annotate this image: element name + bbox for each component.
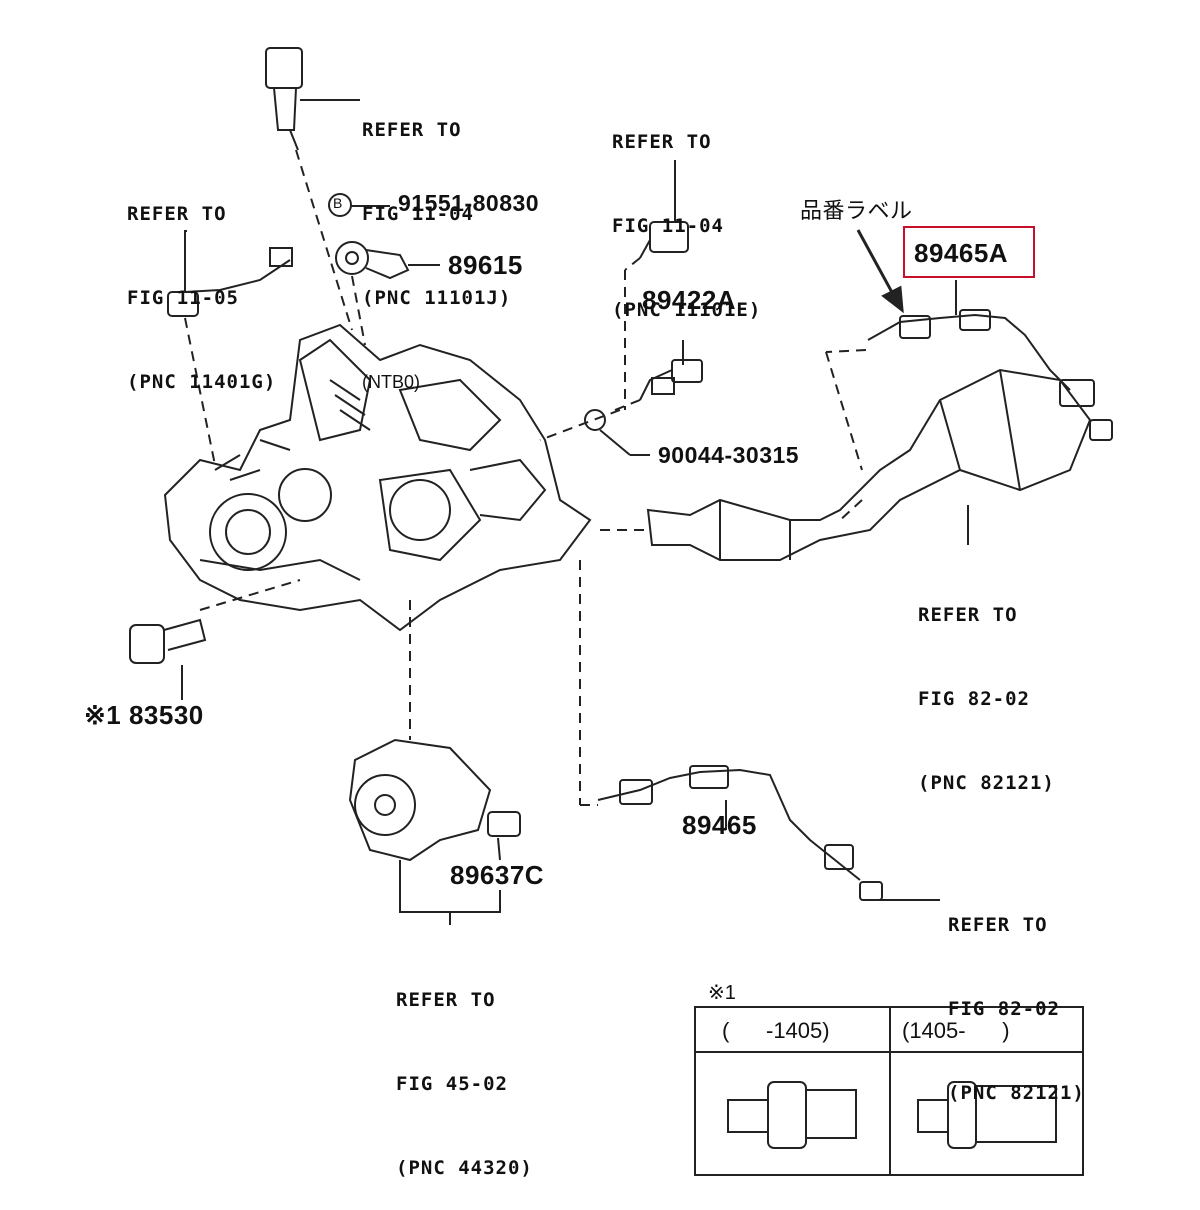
highlight-box <box>903 226 1035 278</box>
label-tag: 品番ラベル <box>800 198 913 223</box>
variant-table <box>694 1006 1084 1176</box>
part-91551-80830: 91551-80830 <box>398 190 540 216</box>
power-steering-pump <box>348 738 521 862</box>
knock-sensor-89615 <box>335 241 410 280</box>
ref-fig-82-02-a: REFER TO FIG 82-02 (PNC 82121) <box>918 604 1055 794</box>
part-89465a: 89465A <box>914 238 1009 268</box>
sensor-11401g <box>167 230 293 317</box>
ref-fig-45-02: REFER TO FIG 45-02 (PNC 44320) <box>396 989 533 1179</box>
switch-late-drawing <box>917 1081 1057 1149</box>
o2-sensor-89465a <box>867 309 1113 441</box>
engine-block <box>163 323 592 632</box>
table-note: ※1 <box>708 982 736 1004</box>
part-89637c: 89637C <box>450 860 545 890</box>
part-89465: 89465 <box>682 810 757 840</box>
ref-fig-82-02-b: REFER TO FIG 82-02 (PNC 82121) <box>948 914 1085 1104</box>
oil-pressure-switch-83530 <box>129 618 207 664</box>
sensor-89422a <box>639 359 703 401</box>
ref-fig-11-04-j: REFER TO FIG 11-04 (PNC 11101J) (NTB0) <box>362 119 512 392</box>
part-89615: 89615 <box>448 250 523 280</box>
switch-early-drawing <box>727 1081 857 1149</box>
part-90044-30315: 90044-30315 <box>658 442 800 468</box>
sensor-11101e <box>639 160 689 259</box>
ref-fig-11-05: REFER TO FIG 11-05 (PNC 11401G) <box>127 203 277 393</box>
ref-fig-11-04-e: REFER TO FIG 11-04 (PNC 11101E) <box>612 131 762 321</box>
sensor-11101j <box>265 47 303 151</box>
table-col-early: ( -1405) <box>722 1018 830 1043</box>
label-arrow <box>856 229 904 314</box>
bolt-marker-circle <box>328 193 352 217</box>
table-col-late: (1405- ) <box>902 1018 1010 1043</box>
part-89422a: 89422A <box>642 285 737 315</box>
part-83530: ※1 83530 <box>84 700 204 730</box>
bolt-marker: B <box>333 195 343 211</box>
washer-90044 <box>584 409 606 431</box>
o2-sensor-89465 <box>597 765 883 901</box>
